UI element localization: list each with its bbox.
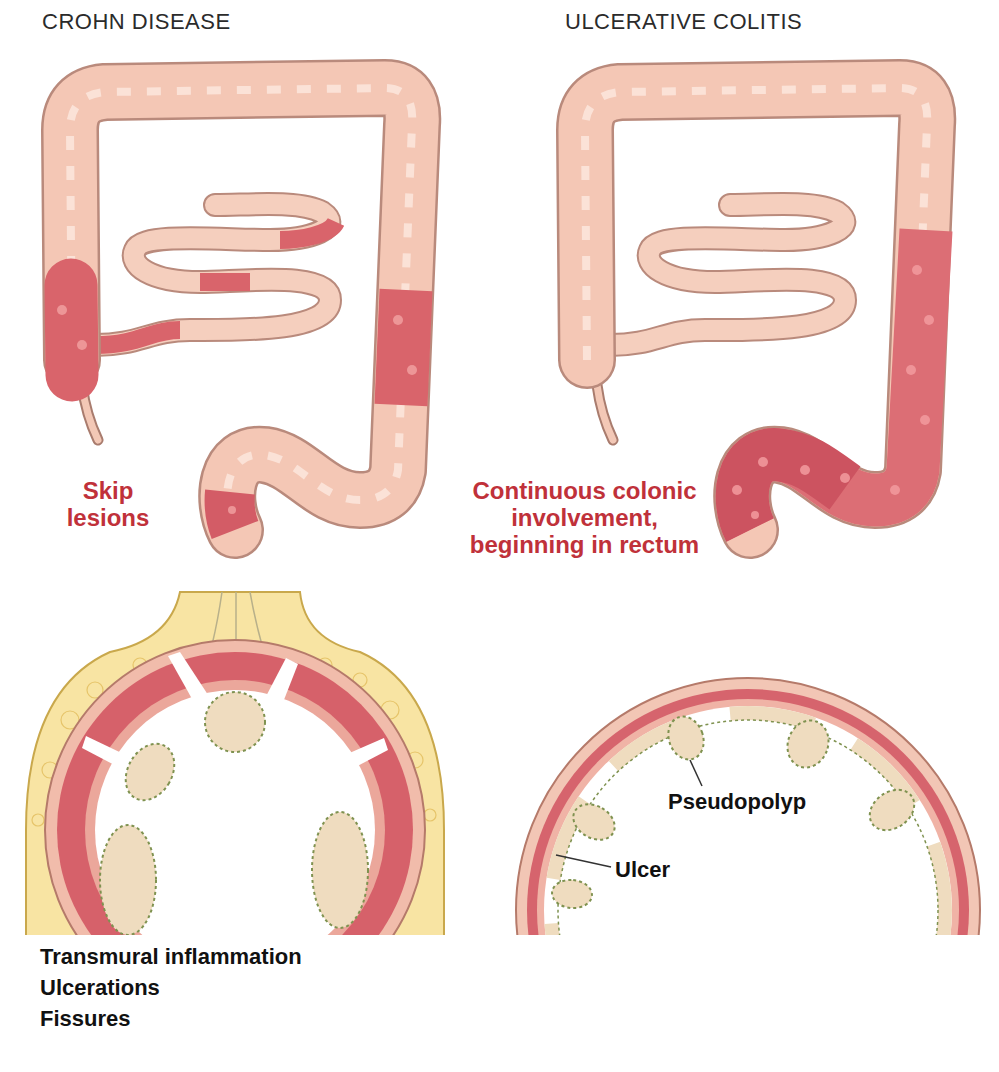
- uc-cross-section: [516, 678, 980, 935]
- serosa: [516, 678, 980, 935]
- pseudopolyps: [551, 712, 922, 910]
- pattern-label: Continuous colonic involvement, beginnin…: [462, 478, 707, 559]
- fissures: [82, 652, 388, 772]
- appendix: [597, 385, 613, 440]
- inflamed-ileum: [95, 330, 180, 345]
- small-bowel: [95, 204, 330, 345]
- small-bowel: [610, 204, 845, 345]
- pattern-label: Skip lesions: [58, 478, 158, 532]
- rectal-inflammation: [742, 455, 845, 530]
- appendix: [597, 385, 613, 440]
- lumen: [544, 706, 952, 935]
- taenia: [70, 88, 412, 530]
- mesenteric-vessels: [212, 592, 262, 645]
- serosa: [45, 640, 425, 935]
- skip-lesion: [401, 290, 406, 405]
- panel-heading: CROHN DISEASE: [42, 10, 231, 35]
- crohn-cross-section: [26, 592, 444, 935]
- muscularis: [527, 689, 969, 935]
- crohn-colon: [57, 88, 417, 530]
- inflamed-ileum: [280, 222, 336, 240]
- feature-label: Transmural inflammation: [40, 945, 302, 970]
- part-label: Ulcer: [615, 858, 670, 883]
- colon-outline: [585, 88, 927, 530]
- panel-heading: ULCERATIVE COLITIS: [565, 10, 802, 35]
- colon-wall: [585, 88, 927, 530]
- leader-line: [556, 855, 611, 867]
- part-label: Pseudopolyp: [668, 790, 806, 815]
- inflamed-ileum: [200, 273, 250, 291]
- small-bowel: [95, 204, 330, 345]
- submucosa: [537, 699, 959, 935]
- colon-outline: [70, 88, 412, 530]
- feature-label: Ulcerations: [40, 976, 160, 1001]
- colon-wall: [70, 88, 412, 530]
- remaining-mucosa: [551, 713, 945, 935]
- continuous-inflammation: [742, 230, 926, 530]
- lumen: [95, 690, 375, 935]
- skip-lesion: [71, 285, 72, 375]
- small-bowel: [610, 204, 845, 345]
- inflamed-spots: [732, 265, 934, 519]
- mucosal-cobblestones: [100, 692, 368, 935]
- mucosa-edge: [558, 720, 938, 935]
- taenia: [585, 88, 927, 530]
- muscularis: [57, 652, 413, 935]
- submucosa: [85, 680, 385, 935]
- uc-colon: [585, 88, 934, 530]
- feature-label: Fissures: [40, 1007, 131, 1032]
- leader-line: [690, 760, 702, 786]
